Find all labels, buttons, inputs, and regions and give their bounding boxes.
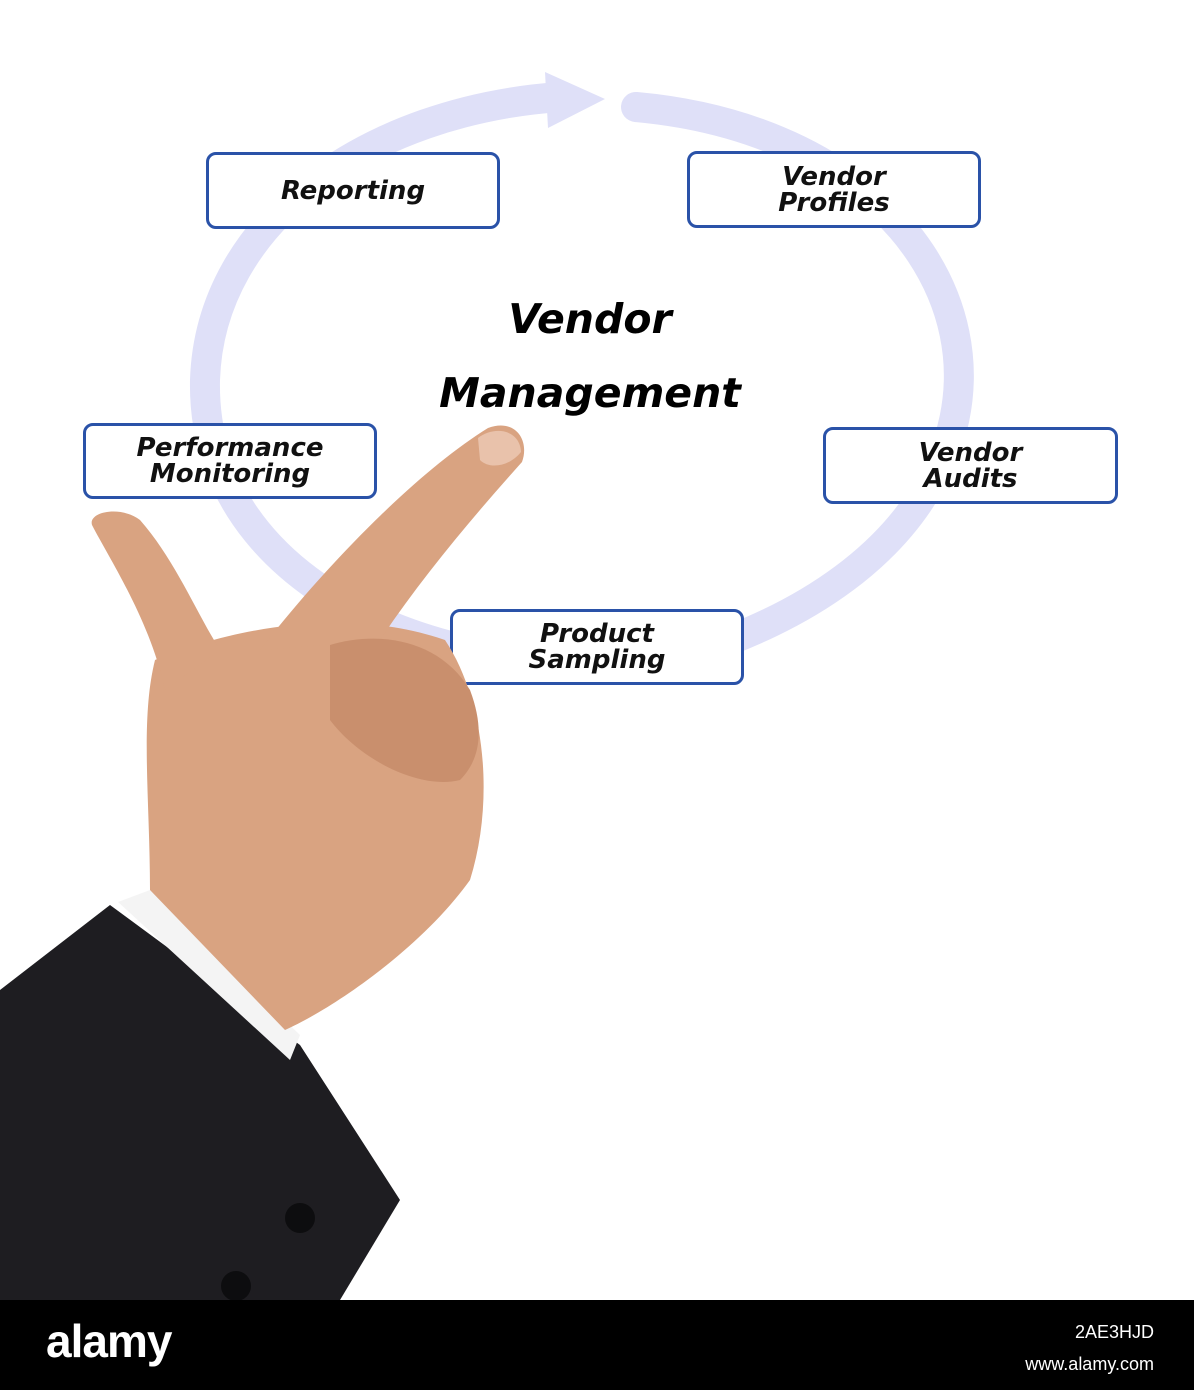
hand-index-finger: [260, 425, 525, 650]
cycle-arrow-head-icon: [545, 72, 605, 128]
sleeve-button-1: [285, 1203, 315, 1233]
suit-sleeve: [0, 905, 400, 1300]
hand-fingernail: [478, 430, 521, 466]
node-product-sampling: Product Sampling: [450, 609, 744, 685]
node-performance-monitoring-line-2: Monitoring: [149, 459, 311, 489]
shirt-cuff: [118, 890, 300, 1060]
node-vendor-audits: Vendor Audits: [823, 427, 1118, 504]
node-reporting-label: Reporting: [280, 175, 426, 206]
footer-image-id: 2AE3HJD: [1074, 1322, 1154, 1342]
node-performance-monitoring: Performance Monitoring: [83, 423, 377, 499]
node-vendor-profiles-line-1: Vendor: [782, 161, 886, 192]
sleeve-button-2: [221, 1271, 251, 1300]
node-product-sampling-line-2: Sampling: [528, 645, 666, 675]
hand-folded-fingers: [330, 638, 479, 782]
footer-url: www.alamy.com: [1025, 1354, 1154, 1374]
node-vendor-audits-line-2: Audits: [923, 463, 1018, 494]
title-line-2: Management: [439, 369, 741, 417]
node-vendor-profiles: Vendor Profiles: [687, 151, 981, 228]
pointing-hand-icon: [0, 425, 525, 1300]
node-reporting: Reporting: [206, 152, 500, 229]
node-performance-monitoring-line-1: Performance: [136, 433, 324, 463]
diagram-title: Vendor Management: [360, 282, 820, 430]
footer-bar: alamy 2AE3HJD www.alamy.com: [0, 1300, 1194, 1390]
hand-thumb: [91, 511, 220, 690]
node-vendor-profiles-line-2: Profiles: [778, 187, 890, 218]
node-product-sampling-line-1: Product: [540, 619, 654, 649]
footer-logo: alamy: [46, 1315, 172, 1367]
node-vendor-audits-line-1: Vendor: [918, 437, 1023, 468]
title-line-1: Vendor: [508, 295, 672, 343]
